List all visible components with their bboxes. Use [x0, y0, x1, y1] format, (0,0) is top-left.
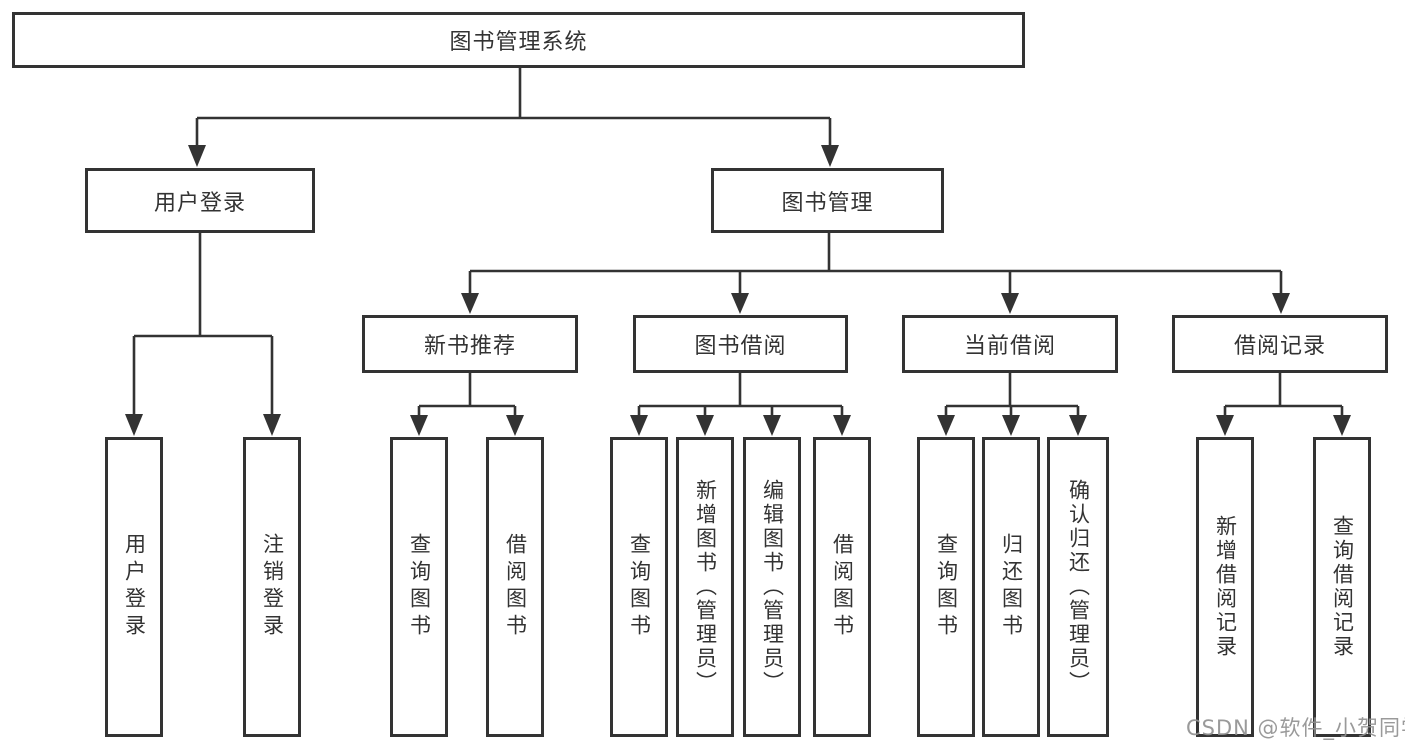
- leaf-borrow-book-recommend-label: 借阅图书: [503, 533, 528, 641]
- leaf-return-book-label: 归还图书: [999, 533, 1024, 641]
- node-new-book-recommend-label: 新书推荐: [423, 334, 516, 359]
- leaf-borrow-book-recommend: 借阅图书: [486, 437, 544, 737]
- leaf-borrow-book-label: 借阅图书: [830, 533, 855, 641]
- leaf-confirm-return-admin-label: 确认归还（管理员）: [1066, 479, 1091, 695]
- connector-book-borrow-children: [630, 373, 851, 436]
- leaf-query-book-current-label: 查询图书: [934, 533, 959, 641]
- leaf-confirm-return-admin: 确认归还（管理员）: [1047, 437, 1109, 737]
- connector-root-to-level2: [188, 68, 839, 167]
- leaf-query-borrow-record: 查询借阅记录: [1313, 437, 1371, 737]
- leaf-query-book-current: 查询图书: [917, 437, 975, 737]
- node-borrowing-records-label: 借阅记录: [1233, 334, 1326, 359]
- watermark: CSDN @软件_小贺同学: [1186, 716, 1405, 740]
- node-current-borrowing-label: 当前借阅: [963, 334, 1056, 359]
- node-book-borrowing: 图书借阅: [633, 315, 848, 373]
- leaf-user-login-label: 用户登录: [122, 533, 147, 641]
- leaf-logout: 注销登录: [243, 437, 301, 737]
- node-new-book-recommend: 新书推荐: [362, 315, 578, 373]
- node-root-label: 图书管理系统: [449, 30, 588, 55]
- node-borrowing-records: 借阅记录: [1172, 315, 1388, 373]
- leaf-edit-book-admin: 编辑图书（管理员）: [743, 437, 801, 737]
- node-book-management-label: 图书管理: [781, 190, 874, 216]
- connector-new-book-children: [410, 373, 524, 436]
- node-book-borrowing-label: 图书借阅: [694, 334, 787, 359]
- leaf-borrow-book: 借阅图书: [813, 437, 871, 737]
- connector-current-borrow-children: [937, 373, 1087, 436]
- connector-user-login-children: [125, 233, 281, 436]
- leaf-query-book-recommend: 查询图书: [390, 437, 448, 737]
- leaf-add-book-admin: 新增图书（管理员）: [676, 437, 734, 737]
- leaf-query-borrow-record-label: 查询借阅记录: [1330, 515, 1355, 659]
- connector-borrow-record-children: [1216, 373, 1351, 436]
- node-book-management: 图书管理: [711, 168, 944, 233]
- leaf-return-book: 归还图书: [982, 437, 1040, 737]
- node-current-borrowing: 当前借阅: [902, 315, 1118, 373]
- leaf-edit-book-admin-label: 编辑图书（管理员）: [760, 479, 785, 695]
- leaf-add-borrow-record-label: 新增借阅记录: [1213, 515, 1238, 659]
- node-user-login-label: 用户登录: [153, 190, 246, 216]
- leaf-query-book-recommend-label: 查询图书: [407, 533, 432, 641]
- leaf-add-book-admin-label: 新增图书（管理员）: [693, 479, 718, 695]
- leaf-user-login: 用户登录: [105, 437, 163, 737]
- leaf-add-borrow-record: 新增借阅记录: [1196, 437, 1254, 737]
- leaf-logout-label: 注销登录: [260, 533, 285, 641]
- node-root: 图书管理系统: [12, 12, 1025, 68]
- node-user-login: 用户登录: [85, 168, 315, 233]
- connector-book-mgmt-to-level3: [461, 233, 1290, 314]
- leaf-query-book-borrowing: 查询图书: [610, 437, 668, 737]
- leaf-query-book-borrowing-label: 查询图书: [627, 533, 652, 641]
